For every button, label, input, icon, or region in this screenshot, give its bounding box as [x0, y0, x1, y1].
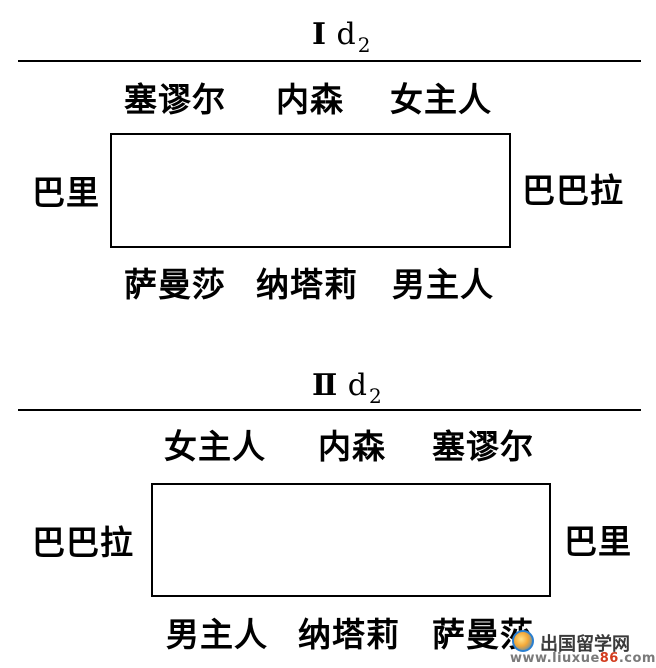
diagram2-table: [151, 483, 551, 597]
diagram2-divider: [18, 409, 641, 411]
diagram1-divider: [18, 60, 641, 62]
diagram1-title-subscript: 2: [357, 33, 371, 57]
diagram2-bottom-seat-2: 纳塔莉: [298, 615, 400, 654]
diagram1-top-seat-1: 塞谬尔: [124, 80, 226, 119]
watermark-site-name: 出国留学网: [540, 634, 630, 655]
diagram1-top-seat-2: 内森: [276, 80, 344, 119]
diagram2-title-subscript: 2: [368, 384, 382, 408]
watermark-url-suffix: .com: [618, 651, 656, 666]
diagram1-title-letter: d: [336, 17, 356, 52]
diagram1-right-seat: 巴巴拉: [522, 171, 624, 210]
watermark-url-accent: 86: [599, 651, 619, 666]
diagram2-bottom-seat-3: 萨曼莎: [432, 615, 534, 654]
diagram1-table: [110, 133, 511, 248]
diagram1-left-seat: 巴里: [32, 173, 100, 212]
diagram1-bottom-seat-3: 男主人: [392, 265, 494, 304]
diagram2-left-seat: 巴巴拉: [32, 523, 134, 562]
diagram2-bottom-seat-1: 男主人: [166, 615, 268, 654]
diagram1-bottom-seat-2: 纳塔莉: [256, 265, 358, 304]
diagram2-top-seat-3: 塞谬尔: [432, 427, 534, 466]
diagram1-top-seat-3: 女主人: [390, 80, 492, 119]
diagram2-top-seat-2: 内森: [318, 427, 386, 466]
diagram2-title-letter: d: [347, 368, 367, 403]
diagram2-right-seat: 巴里: [564, 522, 632, 561]
diagram1-title-roman: Ⅰ: [312, 17, 327, 52]
diagram1-bottom-seat-1: 萨曼莎: [124, 265, 226, 304]
diagram2-top-seat-1: 女主人: [164, 427, 266, 466]
diagram2-title-roman: Ⅱ: [312, 368, 338, 403]
